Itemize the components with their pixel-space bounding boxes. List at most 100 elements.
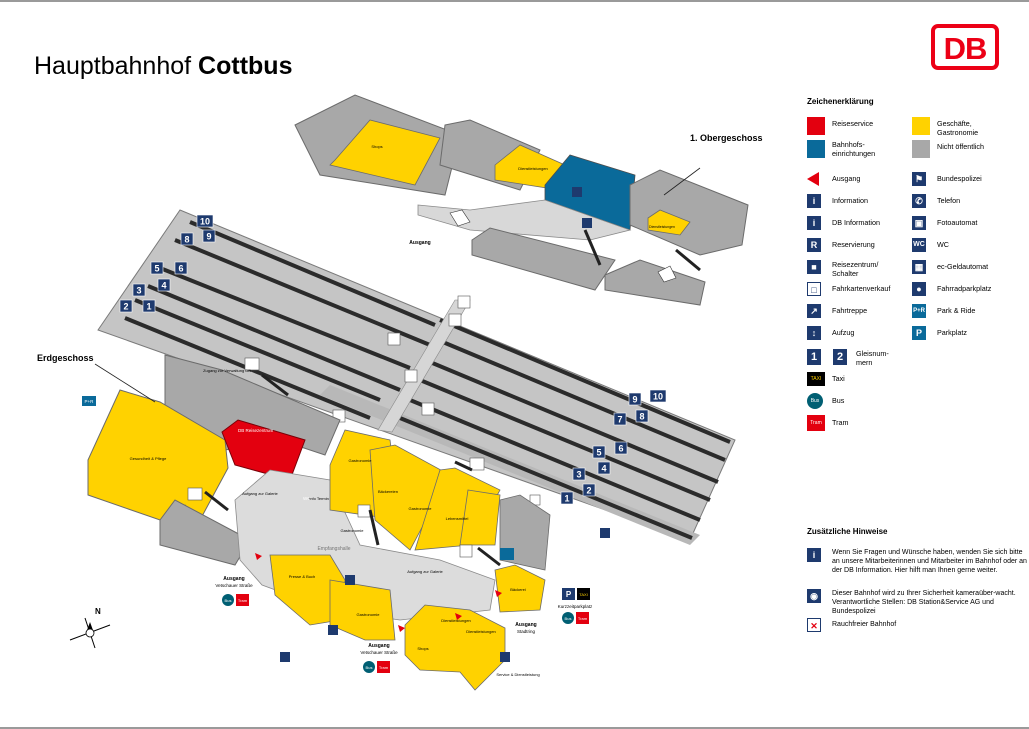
legend-bahnhof: Bahnhofs- einrichtungen: [832, 140, 876, 158]
note-camera-icon: ◉: [807, 589, 821, 603]
zugang-label: Zugang zur Verwaltung DB: [203, 368, 251, 373]
lebensmittel-label: Lebensmittel: [446, 516, 469, 521]
track-number-label: 5: [154, 264, 159, 274]
legend-information: Information: [832, 196, 868, 205]
legend-ec: ec-Geldautomat: [937, 262, 989, 271]
legend-fahrkarten: Fahrkartenverkauf: [832, 284, 891, 293]
legend-ausgang-icon: [807, 172, 819, 186]
exit-west-title: Ausgang: [223, 576, 244, 582]
track-number-badge: [635, 409, 649, 423]
baeckerei1-label: Bäckereien: [378, 489, 398, 494]
upper-dienst-label: Dienstleistungen: [518, 166, 548, 171]
legend-fahrtreppe: Fahrtreppe: [832, 306, 868, 315]
legend-ec-icon: ▦: [912, 260, 926, 274]
floor-upper-label: 1. Obergeschoss: [690, 133, 763, 143]
legend-nicht-oeffentlich: Nicht öffentlich: [937, 142, 985, 151]
legend-db-information: DB Information: [832, 218, 880, 227]
legend-park-ride-icon: P+R: [912, 304, 926, 318]
legend-swatch-bahnhof: [807, 140, 825, 158]
legend-parkplatz-icon: P: [912, 326, 926, 340]
park-ride-badge: P+R: [85, 399, 95, 404]
upper-shops-block: [329, 119, 441, 186]
track-number-badge: [592, 445, 606, 459]
track-number-badge: [613, 412, 627, 426]
gesundheit-block: [87, 389, 229, 521]
track-number-badge: [196, 214, 214, 228]
track-number-badge: [572, 467, 586, 481]
dienst2-label: Dienstleistungen: [466, 629, 496, 634]
legend-bundespolizei: Bundespolizei: [937, 174, 982, 183]
parking-badge: P: [566, 590, 572, 599]
track-number-badge: [119, 299, 133, 313]
legend-tram-icon: Tram: [807, 415, 825, 431]
track-number-label: 10: [200, 217, 210, 227]
floor-ground-label: Erdgeschoss: [37, 353, 94, 363]
legend-parkplatz: Parkplatz: [937, 328, 967, 337]
track-number-label: 3: [136, 286, 141, 296]
track-number-label: 1: [146, 302, 151, 312]
legend-taxi: Taxi: [832, 374, 845, 383]
legend-swatch-geschaefte: [912, 117, 930, 135]
track-number-label: 2: [123, 302, 128, 312]
track-number-label: 7: [617, 415, 622, 425]
legend-aufzug-icon: ↕: [807, 326, 821, 340]
track-number-badge: [582, 483, 596, 497]
exit-east-street: Stadtring: [517, 629, 536, 634]
bus-badge-west: Bus: [225, 598, 232, 603]
shops-label: Shops: [417, 646, 428, 651]
tram-badge-south: Tram: [379, 665, 389, 670]
legend-gleisnummern: Gleisnum- mern: [856, 349, 889, 367]
gastro1-label: Gastronomie: [349, 458, 373, 463]
track-number-badge: [614, 441, 628, 455]
track-number-badge: [202, 229, 216, 243]
legend-fahrkarten-icon: □: [807, 282, 821, 296]
legend-swatch-reiseservice: [807, 117, 825, 135]
title-bold: Cottbus: [198, 52, 293, 80]
legend-reisezentrum-icon: ■: [807, 260, 821, 274]
legend-fahrrad: Fahrradparkplatz: [937, 284, 992, 293]
note-info: Wenn Sie Fragen und Wünsche haben, wende…: [832, 549, 1027, 574]
empfangshalle-label: Empfangshalle: [317, 546, 350, 552]
gesundheit-label: Gesundheit & Pflege: [130, 456, 167, 461]
title-light: Hauptbahnhof: [34, 52, 192, 80]
track-number-badge: [628, 392, 642, 406]
track-number-label: 4: [601, 464, 606, 474]
track-number-label: 9: [206, 232, 211, 242]
legend-db-information-icon: i: [807, 216, 821, 230]
track-number-badge: [180, 232, 194, 246]
legend-tram: Tram: [832, 418, 849, 427]
track-number-label: 8: [184, 235, 189, 245]
page-title: Hauptbahnhof Cottbus: [34, 52, 292, 81]
note-camera: Dieser Bahnhof wird zu Ihrer Sicherheit …: [832, 590, 1016, 615]
legend-reiseservice: Reiseservice: [832, 119, 874, 128]
track-number-badge: [174, 261, 188, 275]
note-info-icon: i: [807, 548, 821, 562]
legend-telefon-icon: ✆: [912, 194, 926, 208]
exit-west-street: Vetschauer Straße: [215, 583, 253, 588]
compass-rose: N: [69, 607, 111, 649]
bus-badge-east: Bus: [565, 616, 572, 621]
upper-shops-label: Shops: [371, 144, 382, 149]
legend-fotoautomat: Fotoautomat: [937, 218, 978, 227]
legend-park-ride: Park & Ride: [937, 306, 976, 315]
taxi-badge: TAXI: [579, 592, 588, 597]
kurzzeit-label: Kurzzeitparkplatz: [558, 604, 593, 609]
upper-dienst2-label: Dienstleistungen: [649, 225, 675, 229]
db-logo: DB: [931, 24, 999, 70]
service-label: Service & Dienstleistung: [496, 672, 539, 677]
legend-fotoautomat-icon: ▣: [912, 216, 926, 230]
legend-reservierung-icon: R: [807, 238, 821, 252]
note-smoke-free-icon: ✕: [807, 618, 821, 632]
track-number-label: 8: [639, 412, 644, 422]
track-number-label: 9: [632, 395, 637, 405]
aufgang-galerie2-label: Aufgang zur Galerie: [407, 569, 443, 574]
notes-heading: Zusätzliche Hinweise: [807, 527, 888, 536]
note-smoke-free: Rauchfreier Bahnhof: [832, 621, 897, 628]
reisezentrum-label: DB Reisezentrum: [238, 428, 274, 433]
presse-label: Presse & Buch: [289, 574, 315, 579]
upper-floor: Shops Dienstleistungen Dienstleistungen …: [294, 94, 763, 306]
info-terminal-label: Info Termin: [309, 496, 329, 501]
track-number-label: 6: [178, 264, 183, 274]
